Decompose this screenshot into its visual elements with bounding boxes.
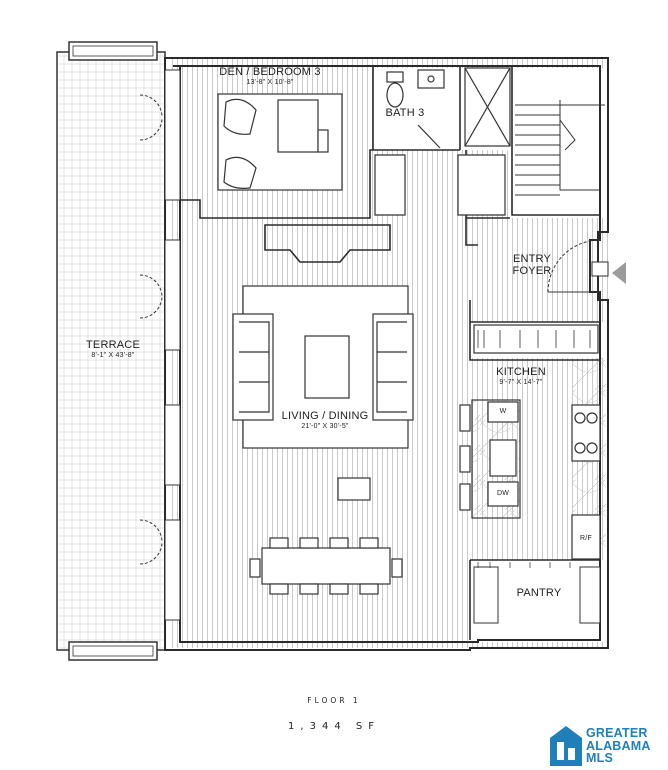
living-furniture	[232, 285, 414, 501]
kitchen	[459, 324, 601, 560]
area-label: 1,344 SF	[288, 721, 380, 732]
living-name: LIVING / DINING	[281, 410, 369, 422]
den-name: DEN / BEDROOM 3	[219, 66, 321, 78]
entry-door	[547, 239, 601, 293]
entry-label: ENTRY FOYER	[505, 253, 559, 277]
kitchen-dims: 9'-7" X 14'-7"	[499, 378, 543, 386]
fridge-label: R/F	[580, 535, 592, 542]
floor-plan	[56, 41, 626, 661]
bath-name: BATH 3	[385, 107, 425, 119]
terrace	[56, 41, 166, 661]
living-label: LIVING / DINING 21'-0" X 30'-5"	[265, 410, 385, 430]
entry-arrow-icon	[612, 262, 626, 284]
house-logo-icon	[550, 726, 582, 766]
floor-label: FLOOR 1	[307, 696, 361, 705]
den-furniture	[217, 93, 343, 191]
pantry-shelves	[473, 562, 601, 624]
terrace-label: TERRACE 8'-1" X 43'-8"	[70, 339, 156, 359]
stairs	[515, 100, 605, 196]
bath-fixtures	[374, 67, 511, 216]
logo-line1: GREATER	[586, 726, 648, 740]
kitchen-name: KITCHEN	[496, 366, 546, 378]
entry-line2: FOYER	[512, 264, 552, 277]
kitchen-label: KITCHEN 9'-7" X 14'-7"	[488, 366, 554, 386]
pantry-name: PANTRY	[516, 587, 562, 599]
den-dims: 13'-8" X 10'-8"	[246, 78, 294, 86]
dining-table	[249, 537, 403, 595]
living-dims: 21'-0" X 30'-5"	[301, 422, 349, 430]
logo-line2: ALABAMA	[586, 738, 651, 753]
washer-label: W	[499, 408, 507, 415]
den-label: DEN / BEDROOM 3 13'-8" X 10'-8"	[210, 66, 330, 86]
pantry-label: PANTRY	[510, 587, 568, 600]
terrace-doors	[139, 69, 181, 621]
terrace-dims: 8'-1" X 43'-8"	[91, 351, 135, 359]
greater-alabama-mls-logo: GREATER ALABAMA MLS	[548, 722, 668, 770]
logo-line3: MLS	[586, 751, 613, 765]
terrace-name: TERRACE	[86, 339, 140, 351]
entry-line1: ENTRY	[512, 253, 552, 265]
logo-text: GREATER ALABAMA MLS	[586, 727, 651, 765]
bath-label: BATH 3	[378, 107, 432, 120]
dishwasher-label: DW	[496, 490, 510, 497]
